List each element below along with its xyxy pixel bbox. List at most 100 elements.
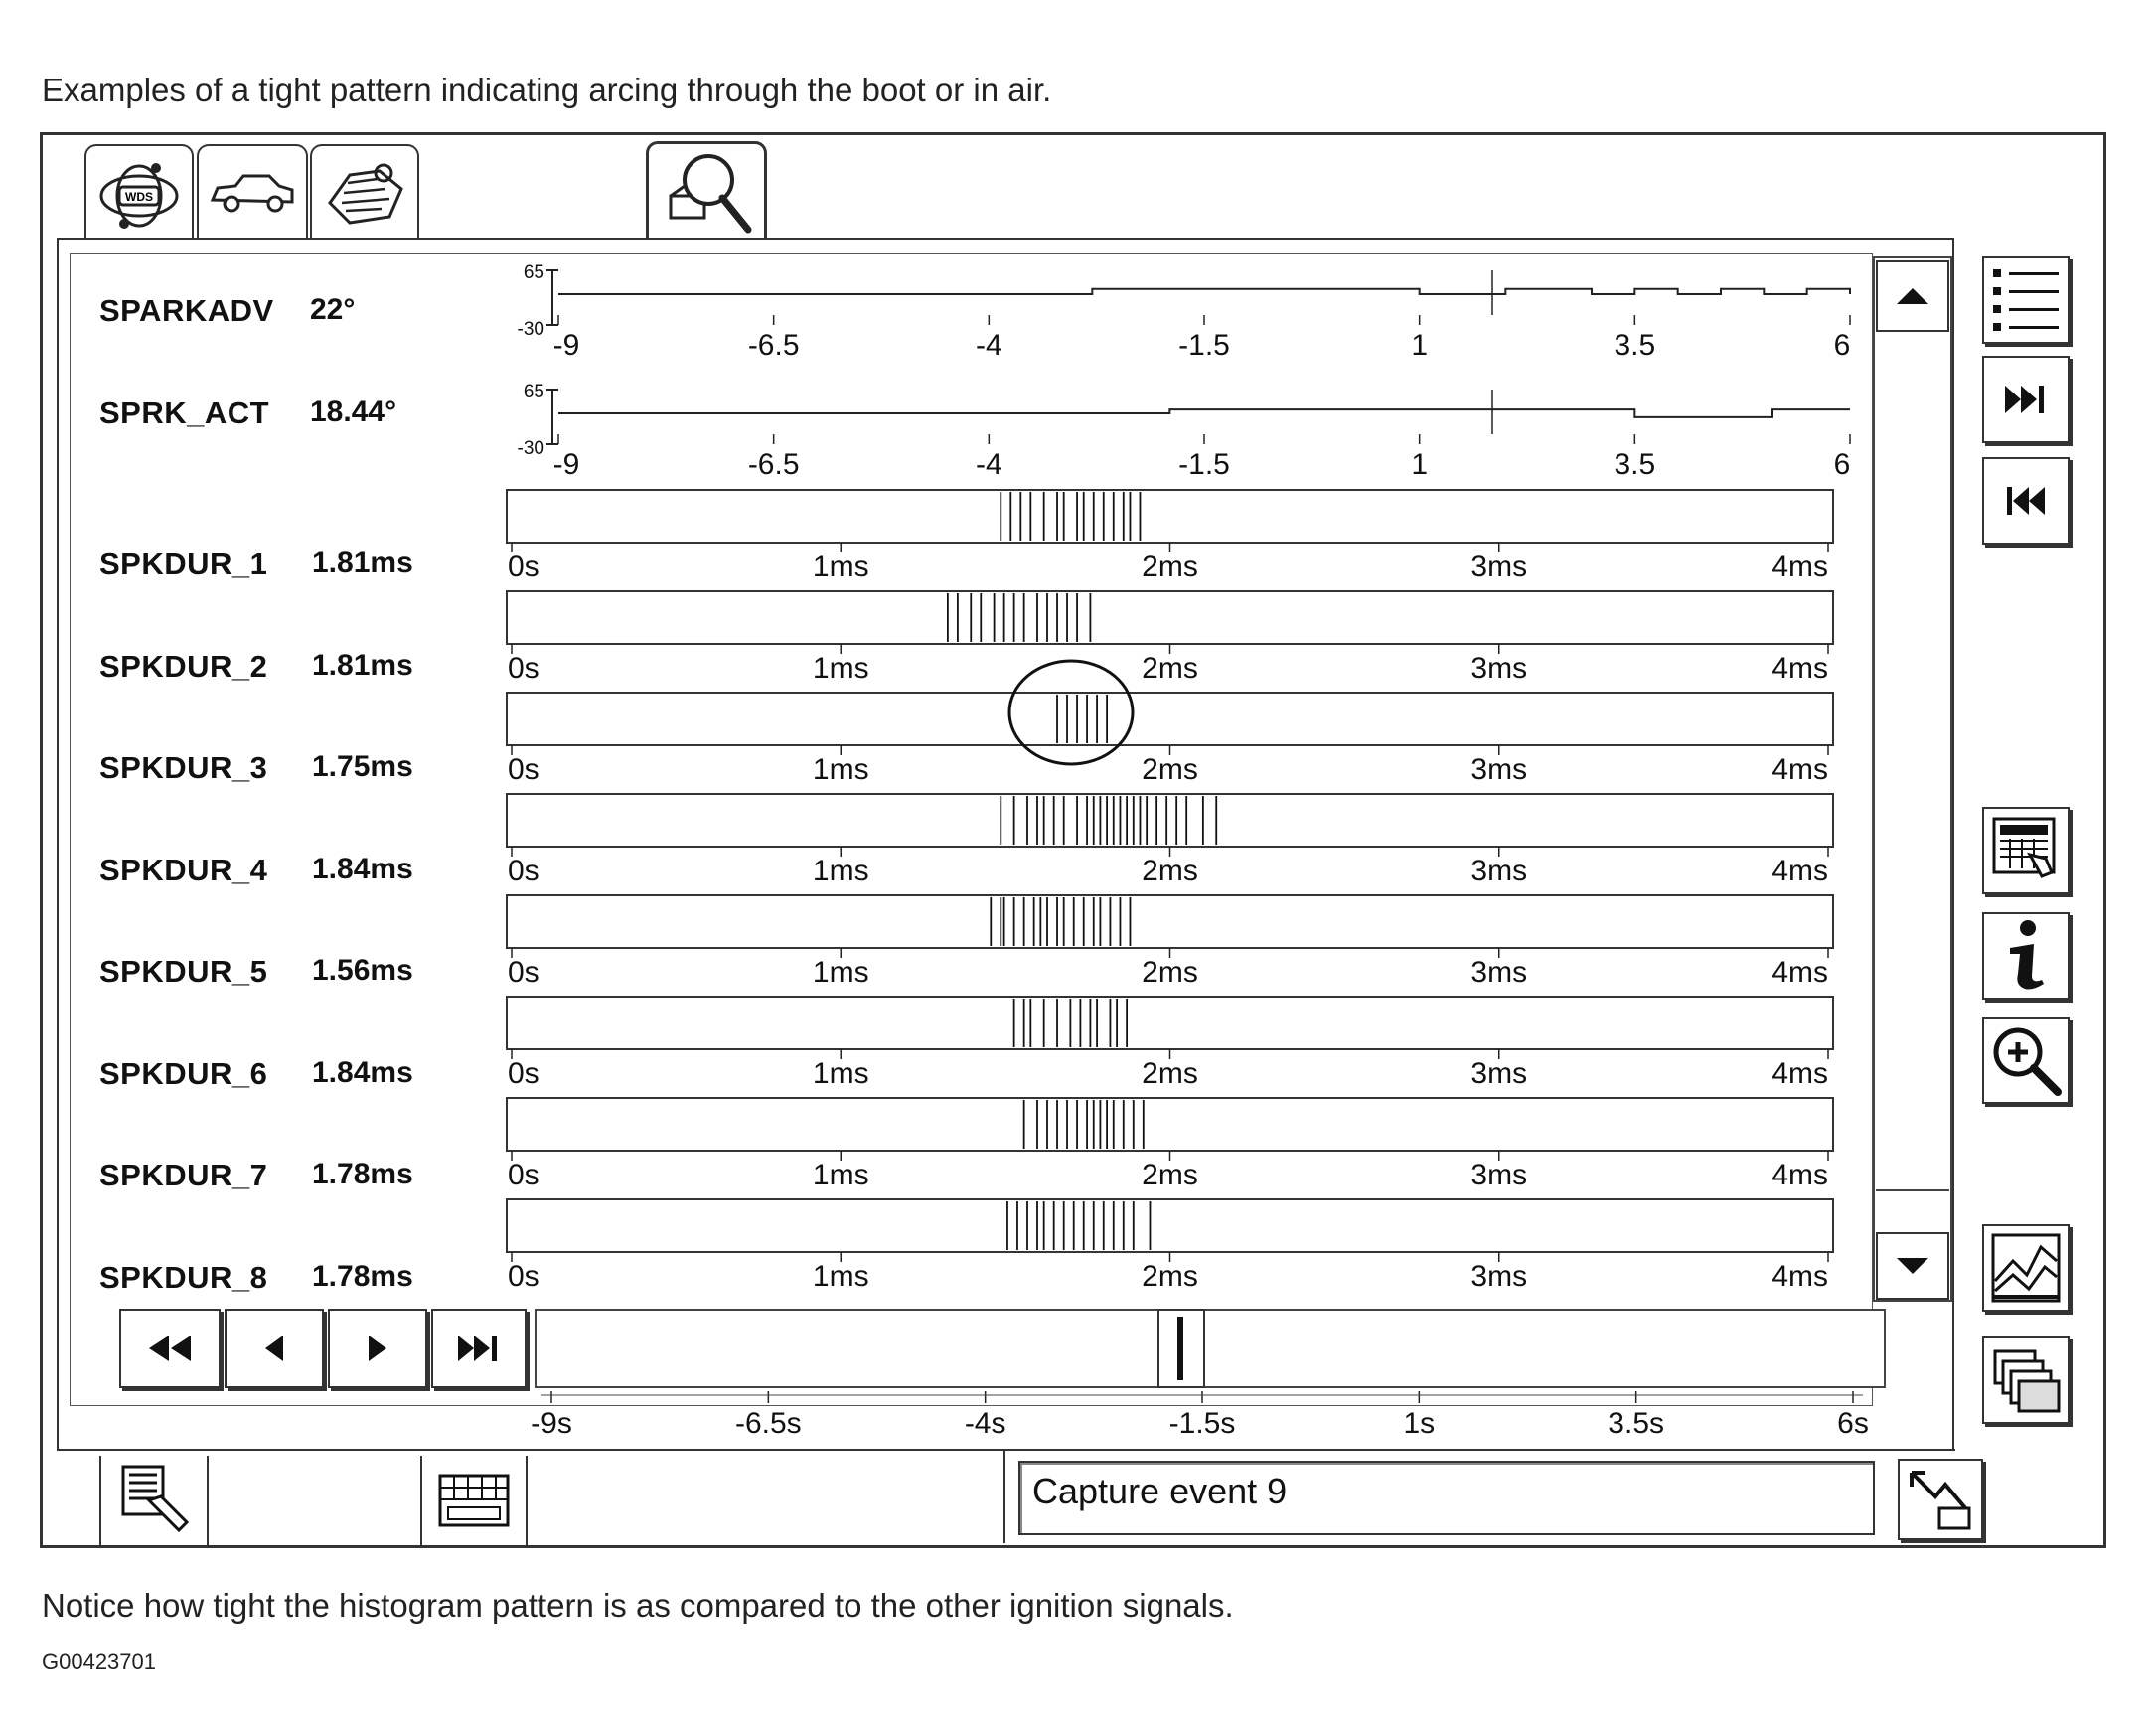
pid-name-5: SPKDUR_3	[99, 750, 268, 785]
info-icon	[2010, 920, 2044, 990]
timeline-xlabel: 1s	[1403, 1407, 1435, 1440]
line-graph-1-xlabel: -6.5	[748, 329, 800, 362]
line-graph-2-xlabel: -1.5	[1178, 448, 1230, 481]
histogram-6-xlabel: 4ms	[1771, 1057, 1828, 1090]
zoom-in-icon	[1993, 1027, 2062, 1096]
line-graph-1-xlabel: -9	[553, 329, 580, 362]
histogram-5-xlabel: 0s	[508, 956, 539, 989]
histogram-2-xlabel: 1ms	[813, 652, 869, 685]
list-icon	[1993, 269, 2059, 331]
skip-end-button[interactable]	[1982, 356, 2070, 443]
line-graph-2-series	[558, 408, 1850, 418]
pid-value-1: 22°	[310, 293, 356, 326]
zoom-button[interactable]	[1982, 1017, 2070, 1104]
tab-vehicle[interactable]	[197, 144, 308, 238]
graph-view-button[interactable]	[1982, 1224, 2070, 1312]
timeline-xlabel: -4s	[965, 1407, 1006, 1440]
config-arrow-button[interactable]	[1898, 1459, 1983, 1540]
pid-name-10: SPKDUR_8	[99, 1260, 268, 1295]
histogram-5-xlabel: 2ms	[1142, 956, 1198, 989]
line-graph-2-ymin: -30	[518, 438, 544, 459]
line-graph-1-xlabel: 3.5	[1614, 329, 1655, 362]
toolbar-panel-button[interactable]	[420, 1456, 528, 1547]
pid-list-button[interactable]	[1982, 256, 2070, 344]
line-graph-2-xlabel: -9	[553, 448, 580, 481]
histogram-2-box	[506, 590, 1834, 645]
pid-value-6: 1.84ms	[312, 853, 413, 885]
histogram-7-box	[506, 1097, 1834, 1152]
histogram-1-xlabel: 1ms	[813, 550, 869, 583]
keypad-hand-icon	[1992, 817, 2056, 878]
histogram-3-xlabel: 3ms	[1470, 753, 1527, 786]
status-text: Capture event 9	[1018, 1461, 1875, 1535]
skip-start-button[interactable]	[1982, 457, 2070, 545]
folders-button[interactable]	[1982, 1336, 2070, 1424]
hand-pointer-button[interactable]	[99, 1456, 209, 1547]
engine-icon	[328, 163, 403, 225]
histogram-4-xlabel: 4ms	[1771, 855, 1828, 887]
timeline-cursor[interactable]	[1157, 1309, 1205, 1388]
timeline-xlabel: 6s	[1837, 1407, 1869, 1440]
line-graph-1-xlabel: -1.5	[1178, 329, 1230, 362]
tab-wds[interactable]: WDS	[84, 144, 194, 238]
line-graph-1-ymax: 65	[524, 262, 544, 283]
histogram-7-xlabel: 1ms	[813, 1159, 869, 1191]
step-back-button[interactable]	[225, 1309, 324, 1388]
rewind-button[interactable]	[119, 1309, 221, 1388]
line-graph-1-xlabel: -4	[976, 329, 1002, 362]
pid-name-9: SPKDUR_7	[99, 1158, 268, 1192]
histogram-3-xlabel: 2ms	[1142, 753, 1198, 786]
histogram-4-box	[506, 793, 1834, 848]
histogram-3-box	[506, 692, 1834, 746]
histogram-8-xlabel: 2ms	[1142, 1260, 1198, 1293]
play-button[interactable]	[328, 1309, 427, 1388]
histogram-5-xlabel: 3ms	[1470, 956, 1527, 989]
skip-start-icon	[2007, 487, 2045, 515]
histogram-5-xlabel: 1ms	[813, 956, 869, 989]
histogram-8-xlabel: 4ms	[1771, 1260, 1828, 1293]
histogram-2-xlabel: 0s	[508, 652, 539, 685]
tab-toolbox[interactable]	[646, 141, 767, 240]
histogram-6-xlabel: 2ms	[1142, 1057, 1198, 1090]
histogram-6-xlabel: 1ms	[813, 1057, 869, 1090]
status-panel	[1003, 1449, 1955, 1543]
step-back-icon	[265, 1336, 283, 1361]
pid-name-4: SPKDUR_2	[99, 649, 268, 684]
scroll-up-button[interactable]	[1876, 260, 1949, 332]
pid-name-8: SPKDUR_6	[99, 1056, 268, 1091]
histogram-1-box	[506, 489, 1834, 544]
histogram-6-xlabel: 0s	[508, 1057, 539, 1090]
scroll-down-button[interactable]	[1876, 1232, 1949, 1300]
histogram-2-xlabel: 3ms	[1470, 652, 1527, 685]
line-graph-1-series	[558, 287, 1851, 295]
vertical-scrollbar[interactable]	[1873, 256, 1952, 1302]
scroll-thumb[interactable]	[1876, 1189, 1949, 1191]
line-graph-1-xlabel: 6	[1834, 329, 1851, 362]
fast-forward-icon	[458, 1336, 497, 1361]
line-graph-2-xlabel: -4	[976, 448, 1002, 481]
histogram-3-xlabel: 1ms	[813, 753, 869, 786]
triangle-down-icon	[1897, 1258, 1928, 1274]
caption-top: Examples of a tight pattern indicating a…	[42, 72, 1052, 108]
histogram-7-xlabel: 2ms	[1142, 1159, 1198, 1191]
keypad-button[interactable]	[1982, 807, 2070, 894]
caption-bottom: Notice how tight the histogram pattern i…	[42, 1587, 1234, 1624]
histogram-4-xlabel: 2ms	[1142, 855, 1198, 887]
histogram-1-xlabel: 2ms	[1142, 550, 1198, 583]
pid-value-10: 1.78ms	[312, 1260, 413, 1293]
timeline-xlabel: -6.5s	[735, 1407, 802, 1440]
histogram-4-xlabel: 0s	[508, 855, 539, 887]
config-arrow-icon	[1910, 1471, 1971, 1530]
histogram-1-xlabel: 0s	[508, 550, 539, 583]
tab-engine[interactable]	[310, 144, 419, 238]
timeline-xlabel: 3.5s	[1608, 1407, 1664, 1440]
info-button[interactable]	[1982, 912, 2070, 1000]
fast-forward-button[interactable]	[431, 1309, 527, 1388]
histogram-3-xlabel: 4ms	[1771, 753, 1828, 786]
graph-icon	[1991, 1233, 2061, 1303]
timeline-xlabel: -9s	[531, 1407, 572, 1440]
timeline-track[interactable]	[535, 1309, 1886, 1388]
line-graph-2-xlabel: 1	[1411, 448, 1428, 481]
rewind-icon	[149, 1336, 191, 1361]
svg-text:WDS: WDS	[125, 190, 153, 204]
